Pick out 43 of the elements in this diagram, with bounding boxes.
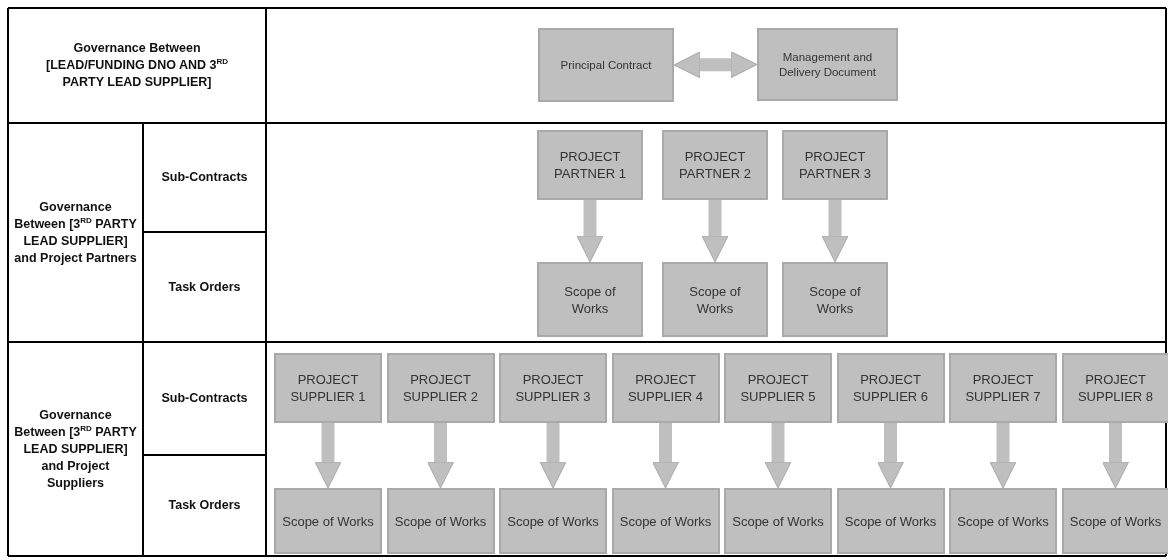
block-arrow <box>539 423 567 489</box>
process-box: PROJECT SUPPLIER 3 <box>499 353 607 423</box>
process-box: Scope of Works <box>782 262 888 337</box>
process-box: Scope of Works <box>836 488 945 554</box>
process-box: Scope of Works <box>537 262 643 337</box>
block-arrow <box>652 423 679 489</box>
process-box: Scope of Works <box>611 488 720 554</box>
process-box: PROJECT SUPPLIER 8 <box>1061 353 1168 423</box>
process-box: PROJECT SUPPLIER 4 <box>611 353 720 423</box>
sub-row-heading: Task Orders <box>168 278 241 296</box>
process-box: Scope of Works <box>949 488 1057 554</box>
process-box: Management and Delivery Document <box>757 28 898 101</box>
block-arrow <box>989 423 1017 489</box>
process-box: Scope of Works <box>1061 488 1168 554</box>
row-heading: Governance Between [3$^{RD}$ PARTY LEAD SUPPLIER] and Project Suppliers <box>13 406 138 492</box>
sub-row-heading: Task Orders <box>168 497 241 514</box>
block-arrow <box>576 200 604 263</box>
block-arrow <box>314 423 342 489</box>
row-heading: Governance Between [LEAD/FUNDING DNO AND 3$^{RD}$ PARTY LEAD SUPPLIER] <box>45 40 229 91</box>
double-block-arrow <box>673 51 758 79</box>
block-arrow <box>701 200 729 263</box>
process-box: Scope of Works <box>662 262 768 337</box>
block-arrow <box>764 423 792 489</box>
sub-row-heading: Sub-Contracts <box>161 169 248 186</box>
row-heading: Governance Between [3$^{RD}$ PARTY LEAD SUPPLIER] and Project Partners <box>13 198 138 267</box>
process-box: PROJECT SUPPLIER 5 <box>724 353 832 423</box>
block-arrow <box>427 423 454 489</box>
process-box: PROJECT SUPPLIER 7 <box>949 353 1057 423</box>
block-arrow <box>821 200 849 263</box>
process-box: PROJECT PARTNER 2 <box>662 130 768 200</box>
process-box: Scope of Works <box>274 488 382 554</box>
process-box: Scope of Works <box>724 488 832 554</box>
process-box: PROJECT SUPPLIER 2 <box>386 353 495 423</box>
process-box: Scope of Works <box>386 488 495 554</box>
process-box: PROJECT PARTNER 3 <box>782 130 888 200</box>
process-box: Principal Contract <box>538 28 674 102</box>
block-arrow <box>877 423 904 489</box>
process-box: PROJECT SUPPLIER 6 <box>836 353 945 423</box>
process-box: Scope of Works <box>499 488 607 554</box>
process-box: PROJECT SUPPLIER 1 <box>274 353 382 423</box>
sub-row-heading: Sub-Contracts <box>161 390 248 407</box>
block-arrow <box>1102 423 1129 489</box>
process-box: PROJECT PARTNER 1 <box>537 130 643 200</box>
